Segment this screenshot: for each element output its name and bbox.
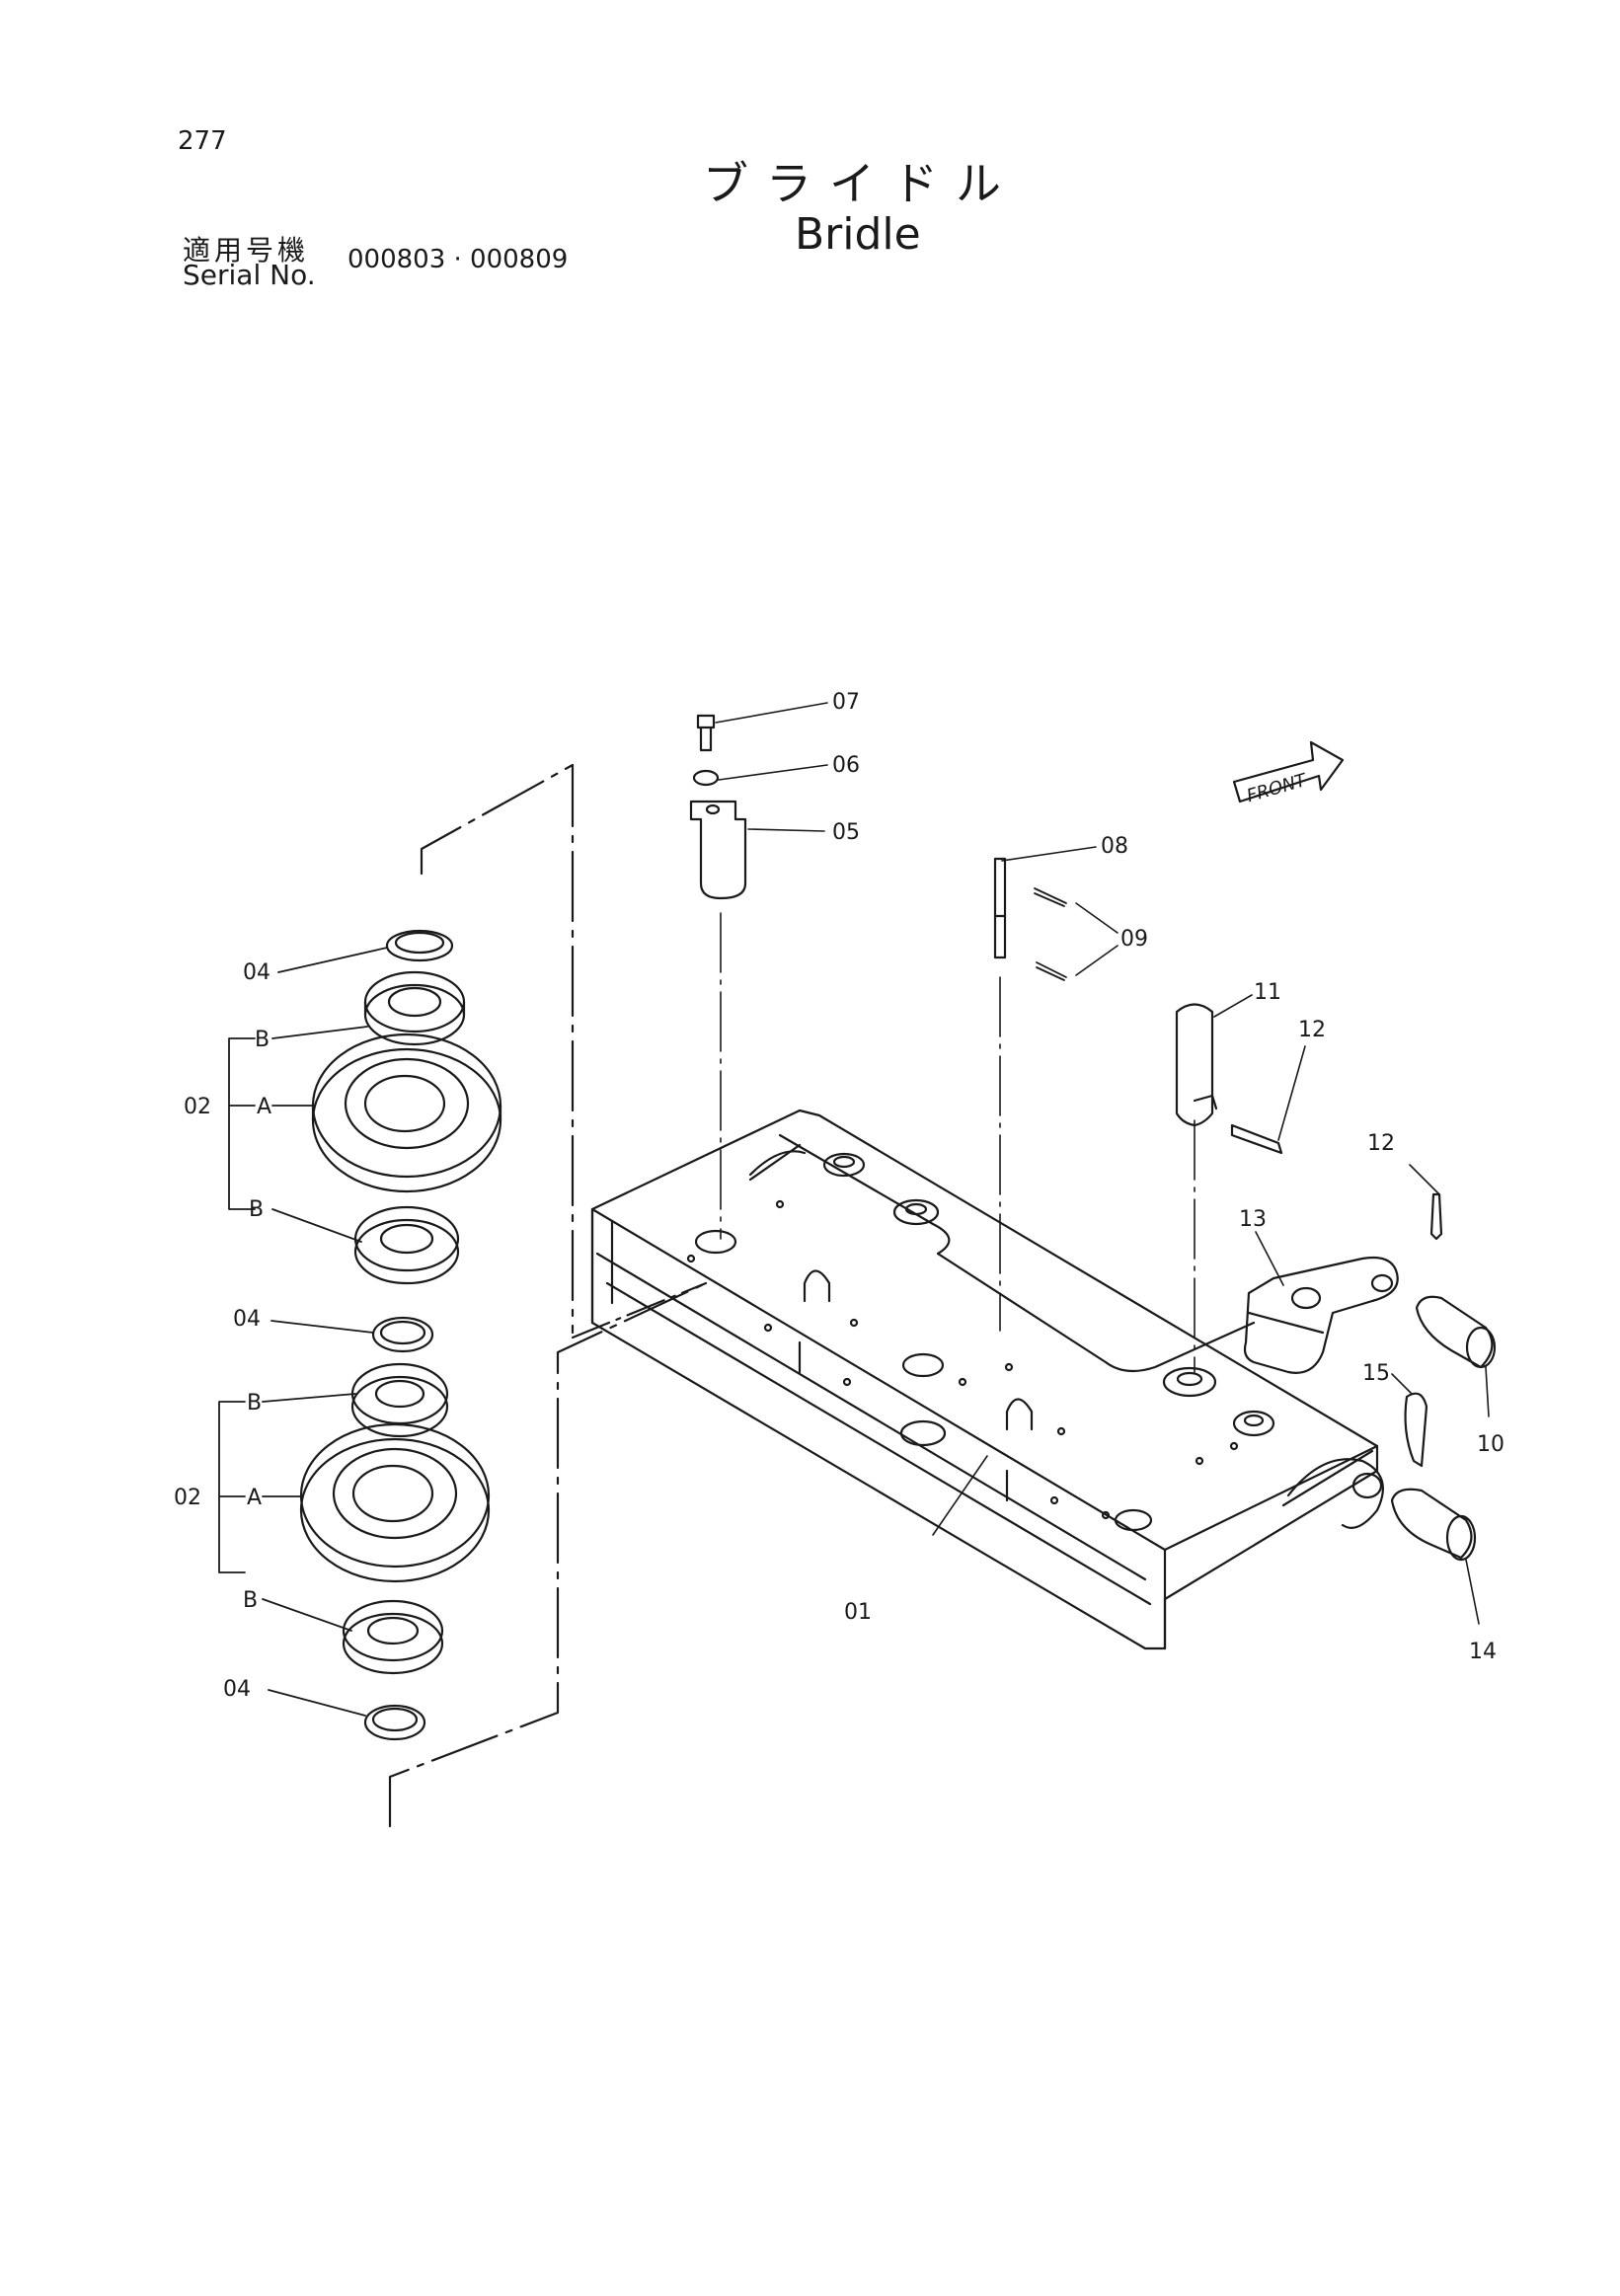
bearing-b-4 [342, 1599, 444, 1675]
label-a-lower: A [247, 1486, 262, 1510]
callout-04-middle: 04 [233, 1307, 261, 1332]
callout-01: 01 [844, 1600, 872, 1625]
callout-14: 14 [1469, 1640, 1497, 1664]
bolt-07 [696, 714, 716, 752]
callout-02-upper: 02 [184, 1095, 211, 1119]
pin-10 [1415, 1295, 1497, 1369]
label-b-2: B [249, 1197, 264, 1222]
pin-08 [993, 857, 1007, 959]
clip-12-right [1429, 1192, 1443, 1241]
label-b-3: B [247, 1391, 262, 1416]
ab-brackets [218, 947, 388, 1717]
callout-12-right: 12 [1367, 1131, 1395, 1156]
title-english: Bridle [795, 209, 921, 260]
label-b-4: B [243, 1588, 258, 1613]
serial-label-japanese: 適用号機 [183, 234, 310, 267]
callout-04-top: 04 [243, 960, 270, 985]
callout-04-bottom: 04 [223, 1677, 251, 1702]
r-pin-15 [1404, 1392, 1428, 1468]
clip-12-upper [1230, 1123, 1283, 1155]
page-number: 277 [178, 126, 227, 156]
seal-04-top [385, 929, 454, 962]
split-pins-09 [1034, 887, 1067, 981]
callout-10: 10 [1477, 1432, 1504, 1457]
callout-labels: 01 02 02 04 04 04 05 06 07 08 09 10 11 1… [174, 690, 1504, 1702]
callout-08: 08 [1101, 834, 1128, 859]
callout-06: 06 [832, 753, 860, 778]
callout-02-lower: 02 [174, 1486, 201, 1510]
center-lines [720, 912, 1196, 1373]
clevis-13 [1243, 1256, 1399, 1374]
label-b-1: B [255, 1028, 270, 1052]
callout-11: 11 [1254, 980, 1281, 1005]
washer-06 [692, 769, 720, 787]
sheave-a-1 [311, 1033, 502, 1193]
callout-09: 09 [1120, 927, 1148, 952]
seal-04-bottom [363, 1704, 426, 1741]
bearing-b-2 [353, 1205, 460, 1285]
bridle-frame-01 [590, 1109, 1384, 1650]
pin-14 [1390, 1488, 1477, 1562]
title-japanese: ブライドル [703, 157, 1019, 210]
serial-label-english: Serial No. [183, 259, 316, 291]
left-assembly-guides [388, 763, 708, 1828]
callout-12-upper: 12 [1298, 1018, 1326, 1042]
callout-05: 05 [832, 820, 860, 845]
sheave-a-2 [299, 1422, 491, 1583]
pin-05 [689, 800, 747, 900]
front-arrow-icon [1232, 740, 1345, 804]
callout-13: 13 [1239, 1207, 1267, 1232]
bearing-b-1 [363, 970, 466, 1046]
seal-04-middle [371, 1316, 434, 1353]
leader-lines [715, 702, 1490, 1625]
callout-15: 15 [1362, 1361, 1390, 1386]
pin-11 [1175, 1003, 1218, 1127]
serial-range: 000803 · 000809 [347, 245, 569, 274]
label-a-upper: A [257, 1095, 271, 1119]
callout-07: 07 [832, 690, 860, 715]
